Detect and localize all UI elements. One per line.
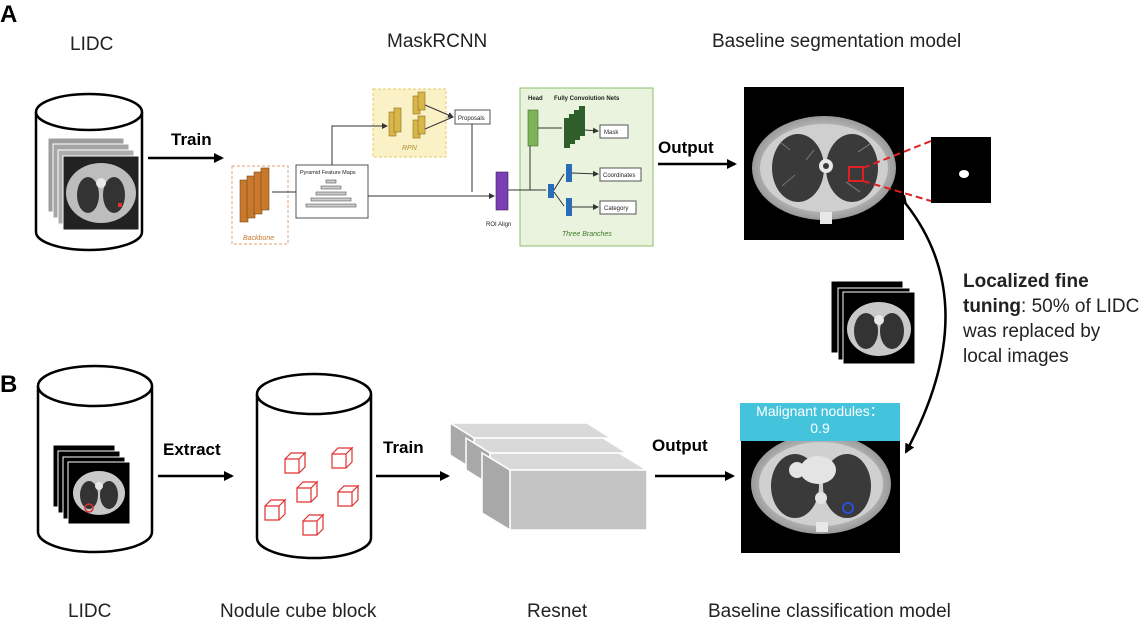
output-label-b: Output: [652, 436, 708, 455]
caption-resnet: Resnet: [527, 601, 588, 619]
resnet-blocks: [447, 421, 650, 532]
head-layers: [527, 106, 585, 216]
nodule-cube-4: [337, 484, 360, 507]
train-label-b: Train: [383, 438, 424, 457]
backbone-label: Backbone: [243, 235, 274, 242]
segmentation-ct-image: [744, 87, 904, 240]
nodule-cube-2: [331, 446, 354, 469]
segmentation-model-title: Baseline segmentation model: [712, 31, 961, 52]
nodule-cube-cylinder: [255, 372, 373, 560]
ct-slice-stack-a: [47, 137, 140, 231]
lidc-cylinder-a: [34, 92, 144, 252]
classification-ct-image: [741, 403, 900, 553]
output-label-a: Output: [658, 138, 714, 157]
proposals-label: Proposals: [458, 116, 485, 122]
nodule-cube-5: [264, 498, 287, 521]
ct-slice-stack-b: [52, 444, 131, 525]
finetune-curve-arrow: [897, 194, 947, 454]
pyramid-box: [295, 164, 369, 219]
category-label: Category: [604, 206, 628, 212]
rpn-label: RPN: [402, 145, 418, 152]
finetune-note: Localized fine tuning: 50% of LIDC was r…: [963, 269, 1141, 369]
nodule-cube-6: [302, 513, 325, 536]
roi-align-label: ROI Align: [486, 222, 511, 228]
nodule-highlight-box: [848, 166, 864, 182]
head-panel: [519, 87, 654, 247]
mask-label: Mask: [604, 130, 619, 136]
extract-label: Extract: [163, 440, 221, 459]
zoom-line-top: [862, 140, 932, 169]
nodule-cube-1: [284, 451, 307, 474]
pyramid-layers: [305, 179, 357, 208]
malignant-nodules-score: 0.9: [810, 420, 830, 436]
head-label: Head: [528, 96, 543, 102]
roi-align-layer: [495, 171, 509, 211]
rpn-layers: [388, 91, 426, 139]
coordinates-label: Coordinates: [603, 173, 635, 179]
caption-lidc-b: LIDC: [68, 601, 111, 619]
train-label-a: Train: [171, 130, 212, 149]
lidc-cylinder-b: [36, 364, 154, 554]
mask-output-image: [931, 137, 991, 203]
backbone-layers: [239, 167, 270, 223]
nodule-cube-3: [296, 480, 319, 503]
pyramid-label: Pyramid Feature Maps: [300, 170, 356, 176]
head-output-boxes: [599, 124, 642, 215]
panel-a-letter: A: [0, 1, 17, 28]
caption-nodule-cube: Nodule cube block: [220, 601, 377, 619]
maskrcnn-title: MaskRCNN: [387, 31, 487, 52]
malignant-nodules-label: Malignant nodules： 0.9: [740, 403, 900, 441]
local-images-stack: [830, 280, 916, 365]
maskrcnn-connectors: [272, 104, 599, 210]
fcn-label: Fully Convolution Nets: [554, 96, 620, 102]
three-branches-label: Three Branches: [562, 231, 612, 238]
nodule-cubes: [264, 446, 360, 536]
caption-classification-model: Baseline classification model: [708, 601, 951, 619]
finetune-note-bold: Localized fine tuning: [963, 271, 1089, 317]
malignant-nodule-marker: [842, 502, 854, 514]
maskrcnn-diagram: Backbone Pyramid Feature Maps RPN Propos…: [231, 87, 654, 247]
zoom-line-bottom: [862, 180, 932, 202]
finetune-note-rest: : 50% of LIDC was replaced by local imag…: [963, 296, 1140, 367]
lidc-title-a: LIDC: [70, 34, 113, 55]
malignant-nodules-text: Malignant nodules：: [756, 403, 884, 419]
panel-b-letter: B: [0, 371, 17, 398]
